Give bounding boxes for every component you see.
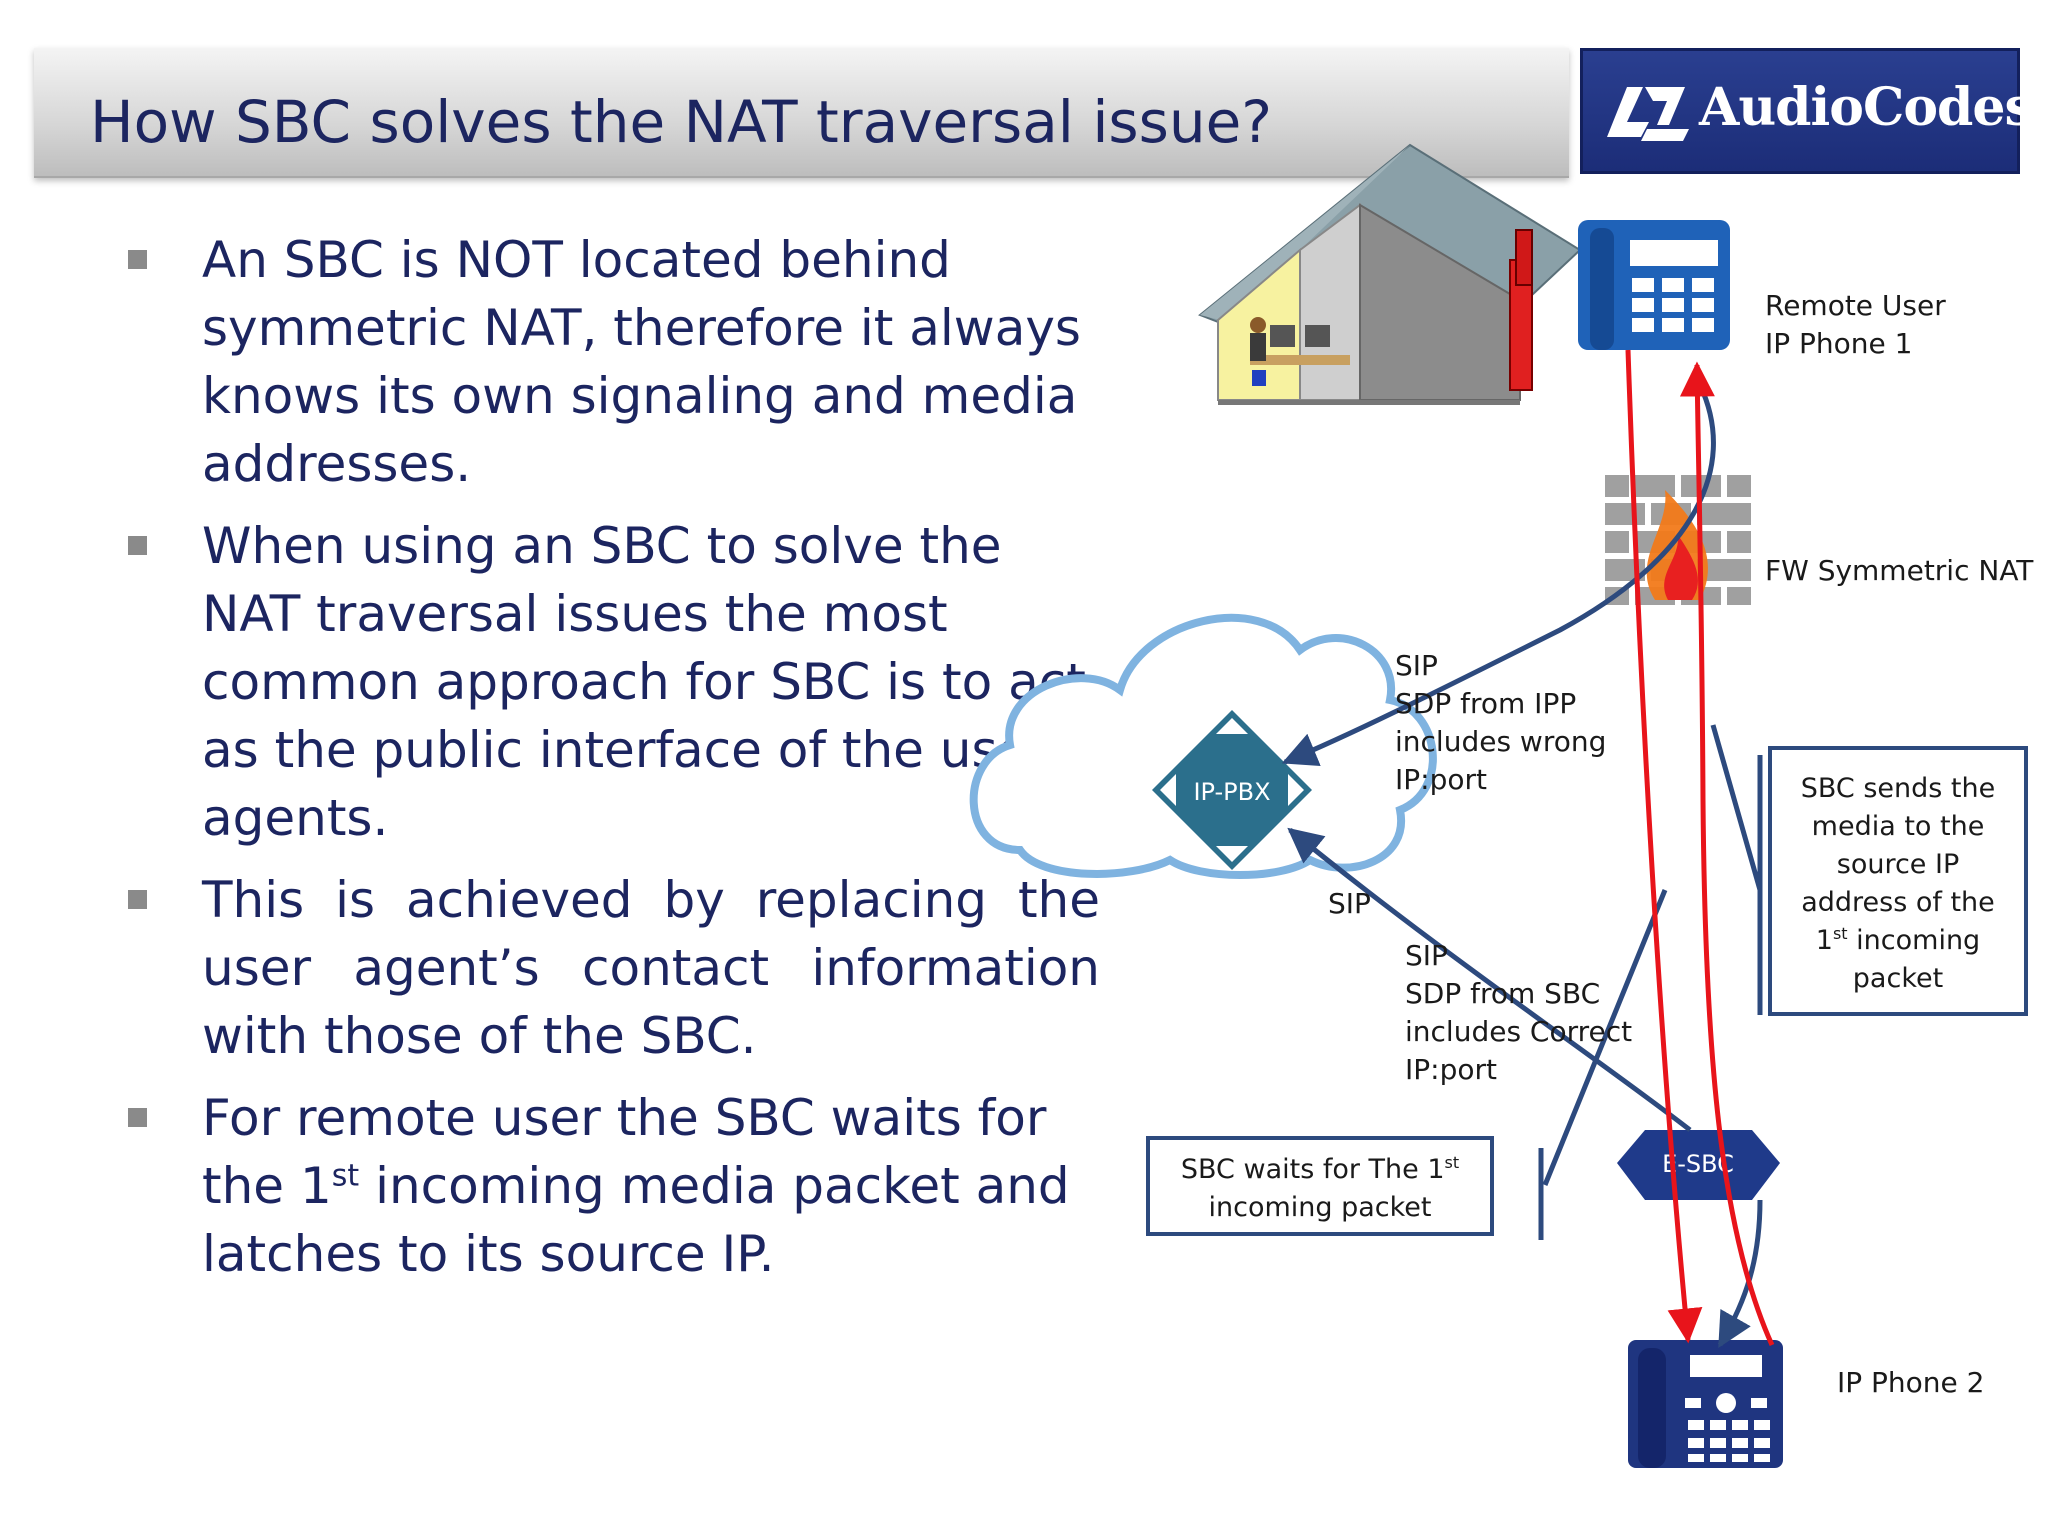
- sbc-sends-line-5-pre: 1: [1816, 925, 1833, 956]
- sbc-sends-line-5: 1st incoming: [1816, 924, 1980, 956]
- bullet-square-icon: [128, 890, 147, 909]
- bullet-square-icon: [128, 536, 147, 555]
- sbc-sends-line-3: source IP: [1837, 849, 1960, 880]
- remote-phone-label-1: Remote User: [1765, 289, 1946, 322]
- bullet-text: This is achieved by replacing the user a…: [202, 871, 1100, 1065]
- firewall-label: FW Symmetric NAT: [1765, 554, 2034, 587]
- sip-path-esbc-to-phone2: [1717, 1199, 1763, 1349]
- sip-path-esbc-to-pbx: [1287, 827, 1692, 1132]
- bullet-item: An SBC is NOT located behind symmetric N…: [120, 226, 1100, 498]
- sip-top-line-3: includes wrong: [1395, 725, 1606, 758]
- bracket-right-outer: [1710, 724, 1763, 891]
- ip-phone-2-icon: [1628, 1340, 1783, 1468]
- firewall-icon: [1605, 475, 1751, 605]
- bullet-item: When using an SBC to solve the NAT trave…: [120, 512, 1100, 852]
- sip-top-line-2: SDP from IPP: [1395, 687, 1576, 720]
- sbc-sends-line-1: SBC sends the: [1801, 773, 1996, 804]
- phone2-label: IP Phone 2: [1837, 1366, 1985, 1399]
- bullet-square-icon: [128, 250, 147, 269]
- bullet-text-sup: st: [331, 1158, 360, 1194]
- page-title: How SBC solves the NAT traversal issue?: [90, 88, 1273, 156]
- sip-bot-line-2: SDP from SBC: [1405, 977, 1600, 1010]
- sip-top-line-4: IP:port: [1395, 763, 1487, 796]
- media-lines: [1625, 349, 1775, 1347]
- remote-phone-label-2: IP Phone 1: [1765, 327, 1913, 360]
- sbc-sends-line-6: packet: [1853, 963, 1943, 994]
- audiocodes-logo: AudioCodes: [1580, 48, 2034, 174]
- bullet-square-icon: [128, 1108, 147, 1127]
- bullet-item: For remote user the SBC waits for the 1s…: [120, 1084, 1100, 1288]
- sbc-sends-callout: SBC sends the media to the source IP add…: [1768, 746, 2028, 1016]
- logo-text: AudioCodes: [1699, 77, 2034, 138]
- media-path-down: [1625, 349, 1703, 1344]
- sbc-sends-line-5-post: incoming: [1848, 925, 1981, 956]
- ip-pbx-icon: IP-PBX: [1152, 710, 1312, 870]
- sbc-waits-line-1-pre: SBC waits for The 1: [1181, 1154, 1445, 1185]
- title-bar: How SBC solves the NAT traversal issue?: [34, 48, 1569, 178]
- esbc-label: E-SBC: [1662, 1150, 1734, 1178]
- sip-mid-label: SIP: [1328, 887, 1371, 920]
- sip-bot-line-1: SIP: [1405, 939, 1448, 972]
- audiocodes-logo-icon: [1607, 87, 1689, 141]
- sip-top-line-1: SIP: [1395, 649, 1438, 682]
- sbc-sends-line-2: media to the: [1812, 811, 1985, 842]
- bullet-item: This is achieved by replacing the user a…: [120, 866, 1100, 1070]
- sbc-waits-line-2: incoming packet: [1208, 1192, 1431, 1223]
- sbc-sends-line-4: address of the: [1801, 887, 1995, 918]
- bullet-text-pre: For remote user the SBC waits for the 1: [202, 1089, 1047, 1215]
- sbc-waits-line-1: SBC waits for The 1st: [1181, 1153, 1459, 1185]
- pbx-label: IP-PBX: [1193, 778, 1270, 806]
- signaling-lines: [1281, 383, 1763, 1349]
- house-icon: [1198, 143, 1582, 405]
- sbc-waits-line-1-sup: st: [1445, 1153, 1460, 1172]
- bracket-left-outer: [1542, 889, 1668, 1186]
- esbc-icon: E-SBC: [1617, 1130, 1780, 1200]
- remote-ip-phone-icon: [1578, 220, 1730, 350]
- bullet-text: When using an SBC to solve the NAT trave…: [202, 517, 1086, 847]
- sip-path-phone1-to-pbx: [1281, 383, 1716, 767]
- bullet-text: An SBC is NOT located behind symmetric N…: [202, 231, 1081, 493]
- media-path-up: [1679, 361, 1775, 1347]
- sbc-waits-callout: SBC waits for The 1st incoming packet: [1146, 1136, 1494, 1236]
- sip-bot-line-4: IP:port: [1405, 1053, 1497, 1086]
- sbc-sends-line-5-sup: st: [1833, 924, 1848, 943]
- sip-bot-line-3: includes Correct: [1405, 1015, 1632, 1048]
- bullet-list: An SBC is NOT located behind symmetric N…: [120, 226, 1100, 1302]
- bullet-text-post: incoming media packet and latches to its…: [202, 1157, 1070, 1283]
